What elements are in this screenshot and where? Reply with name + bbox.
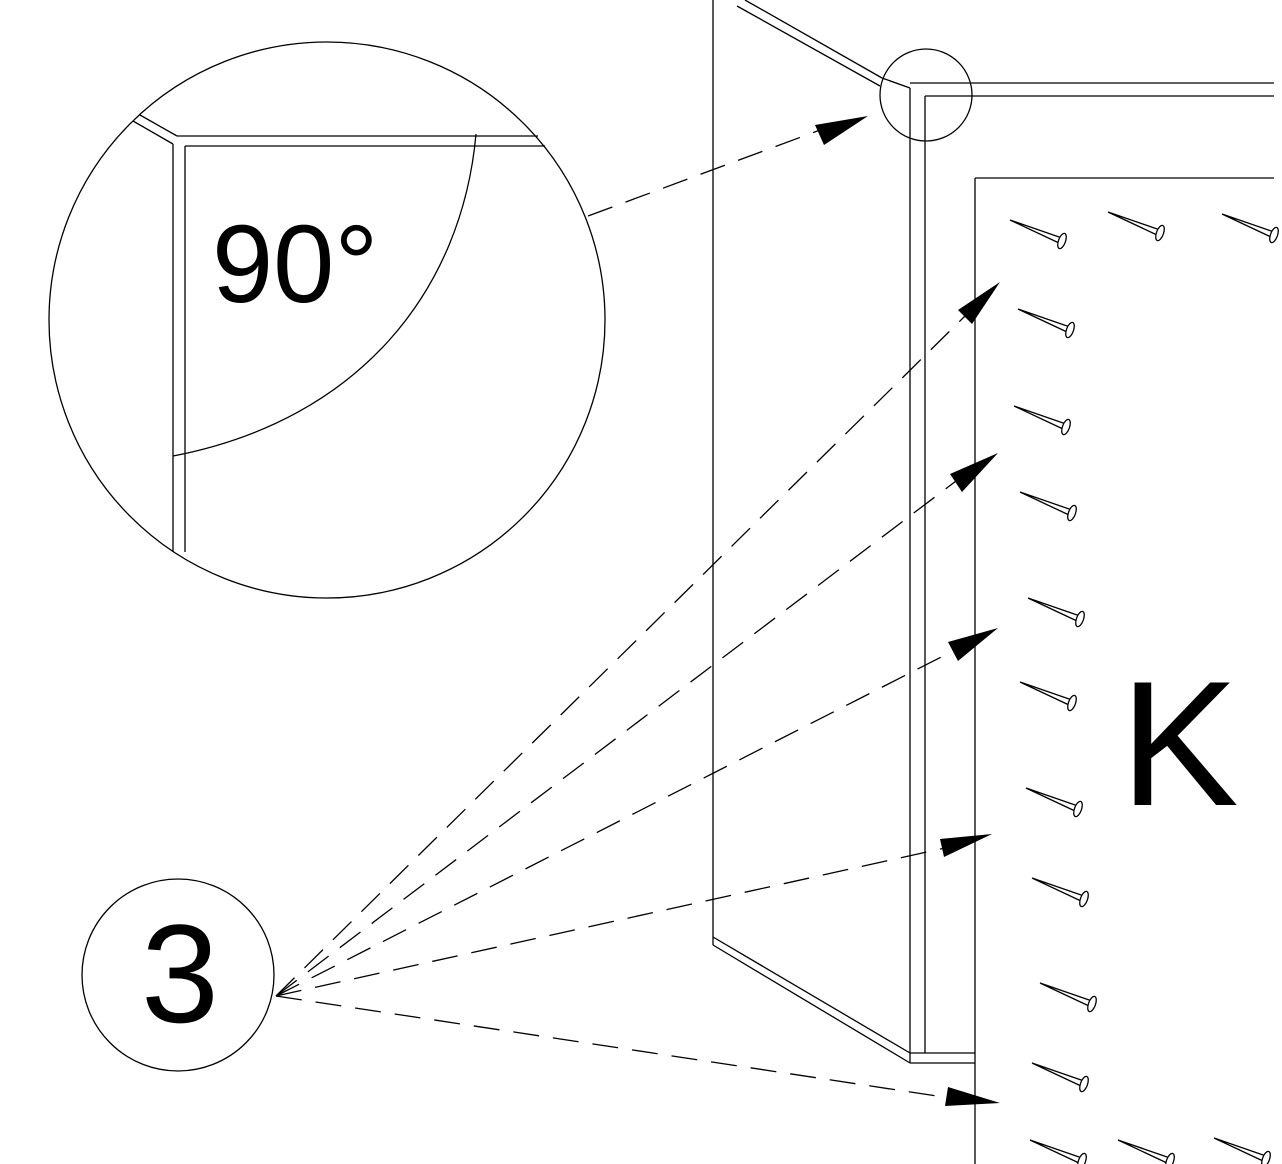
detail-leader	[587, 116, 868, 217]
nail-icon	[1017, 308, 1077, 340]
arrowhead-icon	[958, 282, 1000, 324]
arrowhead-icon	[945, 1087, 1000, 1106]
nail-icon	[1213, 1137, 1273, 1164]
nail-icon	[1027, 597, 1087, 629]
nail-leaders	[275, 315, 966, 1099]
arrowhead-icon	[815, 116, 868, 145]
nail-icon	[1025, 787, 1085, 819]
nail-icon	[1019, 491, 1079, 523]
step-marker: 3	[81, 878, 275, 1072]
nail-icon	[1029, 1139, 1089, 1164]
arrowhead-icon	[950, 453, 998, 492]
nail-leader-arrowheads	[940, 282, 1000, 1106]
detail-magnifier	[48, 41, 606, 599]
nail-icon	[1019, 681, 1079, 713]
nail-icon	[1031, 877, 1091, 909]
angle-label: 90°	[212, 203, 378, 326]
detail-marker-circle	[879, 48, 973, 142]
side-panel	[712, 0, 1274, 1064]
nail-icon	[1107, 211, 1167, 243]
nail-icon	[1009, 219, 1069, 251]
arrowhead-icon	[940, 834, 992, 857]
back-panel	[974, 177, 1274, 1164]
step-number: 3	[141, 895, 219, 1052]
nail-icon	[1013, 405, 1073, 437]
nail-icon	[1117, 1139, 1177, 1164]
panel-letter: K	[1120, 644, 1239, 843]
arrowhead-icon	[948, 628, 998, 661]
nail-icon	[1221, 213, 1281, 245]
nail-icon	[1039, 982, 1099, 1014]
nail-icon	[1031, 1062, 1091, 1094]
